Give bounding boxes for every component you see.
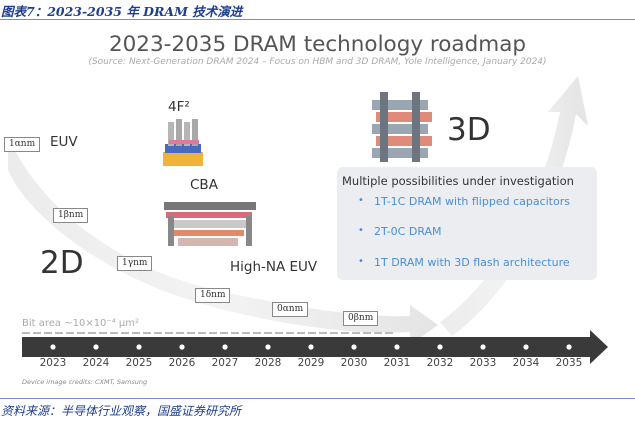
source-rule [0,398,635,399]
label-euv: EUV [50,134,78,150]
device-cba-image [164,202,256,246]
timeline-dot [351,344,357,350]
year-label: 2024 [82,357,110,369]
timeline-arrowhead [590,330,608,364]
timeline-dot [265,344,271,350]
timeline-dot [437,344,443,350]
subtitle: (Source: Next-Generation DRAM 2024 – Foc… [88,57,547,67]
device-3d-image [372,92,432,162]
device-4f2-image [163,119,203,166]
node-label-1gamma: 1γnm [117,256,153,271]
timeline-dot [480,344,486,350]
info-box [337,167,597,280]
timeline-dot [222,344,228,350]
timeline-dot [93,344,99,350]
label-high-na-euv: High-NA EUV [230,259,318,275]
evolution-arrow [8,136,438,345]
info-box-title: Multiple possibilities under investigati… [342,174,574,188]
timeline-dot [394,344,400,350]
year-label: 2035 [555,357,583,369]
label-4f2: 4F² [168,99,190,115]
year-label: 2025 [125,357,153,369]
bullet-icon: • [358,256,364,267]
year-label: 2034 [512,357,540,369]
year-label: 2033 [469,357,497,369]
bit-area-label: Bit area ~10×10⁻⁴ μm² [22,318,140,329]
year-label: 2028 [254,357,282,369]
year-label: 2031 [383,357,411,369]
info-item-3: 1T DRAM with 3D flash architecture [374,256,570,269]
bullet-icon: • [358,195,364,206]
timeline-dot [566,344,572,350]
info-item-2: 2T-0C DRAM [374,225,442,238]
node-label-1alpha: 1αnm [4,137,41,152]
timeline-dots [50,344,572,350]
timeline-dot [523,344,529,350]
figure-caption: 图表7：2023-2035 年 DRAM 技术演进 [1,4,243,19]
year-label: 2029 [297,357,325,369]
label-3d: 3D [447,112,491,148]
node-label-0alpha: 0αnm [272,302,309,317]
year-label: 2030 [340,357,368,369]
bullet-icon: • [358,225,364,236]
label-2d: 2D [40,245,84,281]
year-label: 2032 [426,357,454,369]
upward-arrow [440,76,588,336]
node-label-1beta: 1βnm [53,208,89,223]
image-credits: Device image credits: CXMT, Samsung [22,378,148,386]
node-label-1delta: 1δnm [195,288,231,303]
source-note: 资料来源：半导体行业观察，国盛证券研究所 [1,404,242,418]
timeline-dot [308,344,314,350]
timeline-dot [179,344,185,350]
year-label: 2026 [168,357,196,369]
caption-rule [0,19,635,20]
year-label: 2023 [39,357,67,369]
label-cba: CBA [190,177,218,193]
info-item-1: 1T-1C DRAM with flipped capacitors [374,195,570,208]
timeline-dot [136,344,142,350]
timeline-bar [22,337,594,357]
node-label-0beta: 0βnm [343,311,379,326]
timeline-dot [50,344,56,350]
main-title: 2023-2035 DRAM technology roadmap [108,32,527,57]
year-label: 2027 [211,357,239,369]
